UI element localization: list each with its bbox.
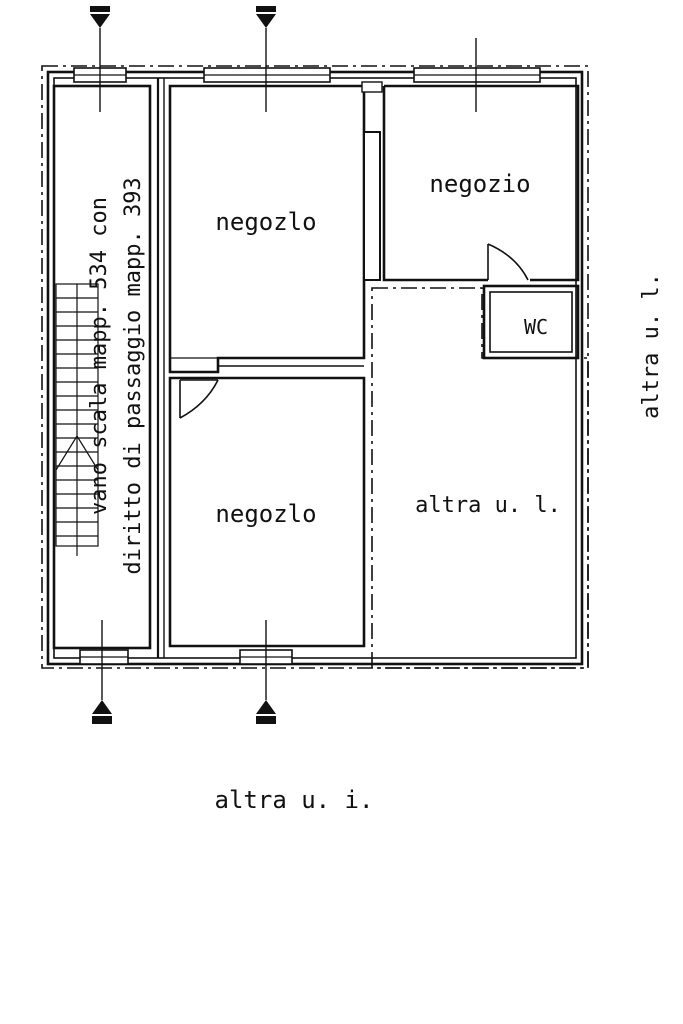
section-arrow-top-center-icon <box>256 6 276 28</box>
wc-room-walls <box>482 284 580 360</box>
label-negozio-top-right: negozio <box>429 170 530 198</box>
room-negozio-top-right-lower-wall <box>382 86 488 282</box>
door-swing-bottom <box>179 379 219 419</box>
window-bottom-1 <box>79 649 129 665</box>
label-stair-line1: vano scala mapp. 534 con <box>87 197 112 515</box>
window-top-2 <box>203 67 331 83</box>
room-negozio-bottom-walls <box>168 376 366 648</box>
label-wc: WC <box>524 315 548 339</box>
label-neighbor-right: altra u. l. <box>639 273 664 419</box>
section-arrow-bottom-left-icon <box>92 700 112 724</box>
section-arrow-top-left-icon <box>90 6 110 28</box>
partition-wall <box>363 131 381 281</box>
door-swing-top-right <box>487 243 529 281</box>
label-negozio-bottom: negozlo <box>215 500 316 528</box>
stair-steps <box>55 283 99 556</box>
altra-ul-boundary <box>371 287 589 669</box>
section-arrow-bottom-center-icon <box>256 700 276 724</box>
property-boundary <box>41 65 589 669</box>
label-negozio-top-left: negozlo <box>215 208 316 236</box>
label-neighbor-bottom: altra u. i. <box>215 786 374 814</box>
label-altra-inner: altra u. l. <box>415 493 561 518</box>
label-stair-line2: diritto di passaggio mapp. 393 <box>121 177 146 574</box>
room-negozio-top-right-walls <box>384 84 580 282</box>
chimney <box>361 81 383 93</box>
window-top-3 <box>413 67 541 83</box>
